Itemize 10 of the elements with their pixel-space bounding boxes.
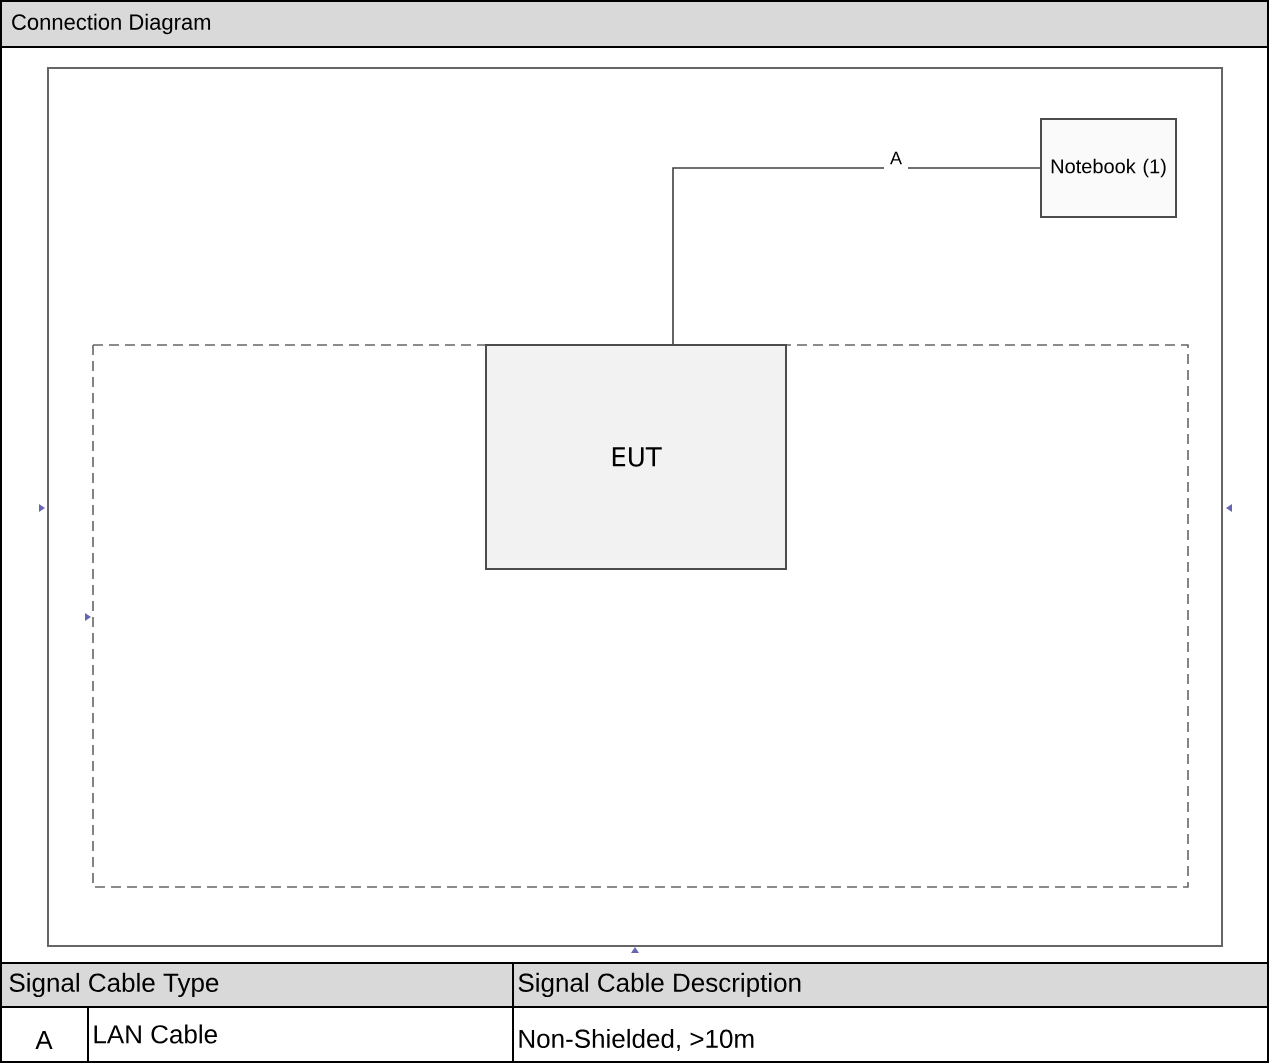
title-bar: Connection Diagram [0, 0, 1269, 48]
eut-box: EUT [485, 344, 787, 570]
device-box: Notebook (1) [1040, 118, 1177, 218]
cable-line [672, 167, 1041, 345]
table-cell-text: A [35, 1031, 53, 1049]
table-cell-text: Signal Cable Description [518, 972, 801, 998]
edge-label: A [884, 145, 908, 171]
table-cell-text: Non-Shielded, >10m [519, 1028, 754, 1052]
table-cell-text: LAN Cable [94, 1024, 217, 1044]
table-cell-text: Signal Cable Type [9, 972, 219, 998]
